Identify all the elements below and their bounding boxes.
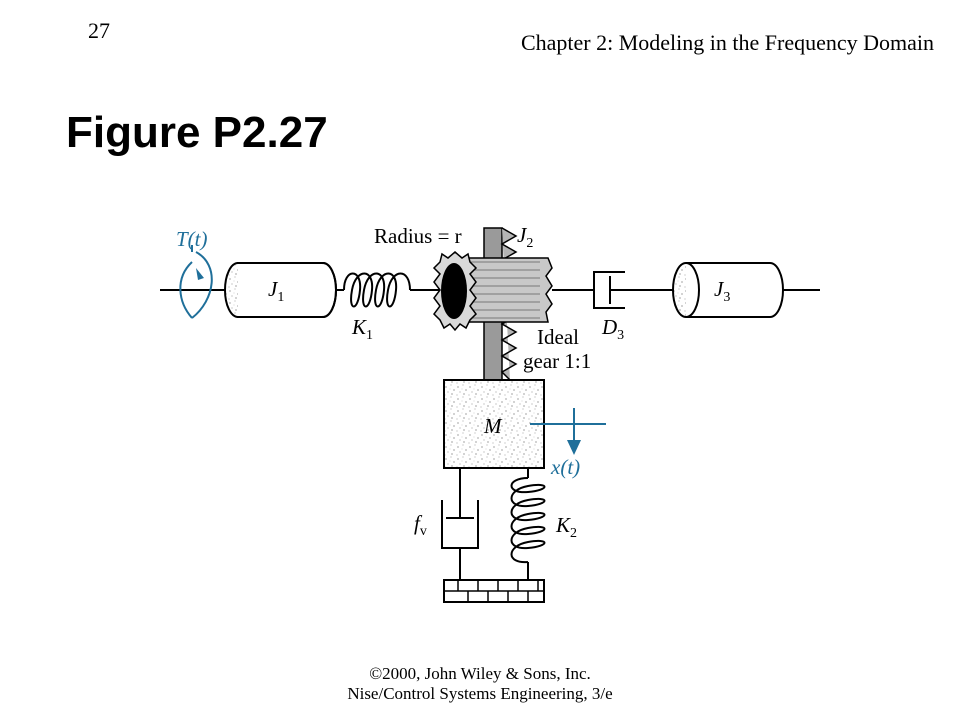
label-k2: K2: [555, 513, 577, 541]
inertia-j3: [672, 262, 820, 318]
label-gear-ideal: Ideal: [537, 325, 579, 349]
label-j1: J1: [268, 277, 284, 305]
displacement-arrow-icon: [530, 408, 606, 455]
footer-copyright: ©2000, John Wiley & Sons, Inc.: [369, 664, 591, 683]
label-gear-ratio: gear 1:1: [523, 349, 591, 373]
label-j2: J2: [517, 223, 533, 251]
label-mass: M: [483, 414, 503, 438]
label-k1: K1: [351, 315, 373, 343]
label-displacement: x(t): [550, 455, 580, 479]
label-torque: T(t): [176, 227, 208, 251]
slide-number: 27: [88, 18, 110, 43]
label-fv: fv: [414, 511, 427, 539]
label-j3: J3: [714, 277, 730, 305]
damper-fv-icon: [441, 468, 479, 580]
damper-d3-icon: [593, 271, 676, 309]
chapter-title: Chapter 2: Modeling in the Frequency Dom…: [520, 30, 934, 55]
spring-k1-icon: [343, 272, 411, 308]
inertia-j1: [224, 262, 337, 318]
ground-icon: [443, 579, 545, 603]
pinion-gear-icon: [432, 251, 553, 332]
label-radius: Radius = r: [374, 224, 462, 248]
footer-book-title: Nise/Control Systems Engineering, 3/e: [347, 684, 613, 703]
figure-title: Figure P2.27: [66, 108, 328, 157]
label-d3: D3: [601, 315, 624, 343]
spring-k2-icon: [510, 468, 546, 580]
torque-arrow-icon: [179, 245, 213, 319]
